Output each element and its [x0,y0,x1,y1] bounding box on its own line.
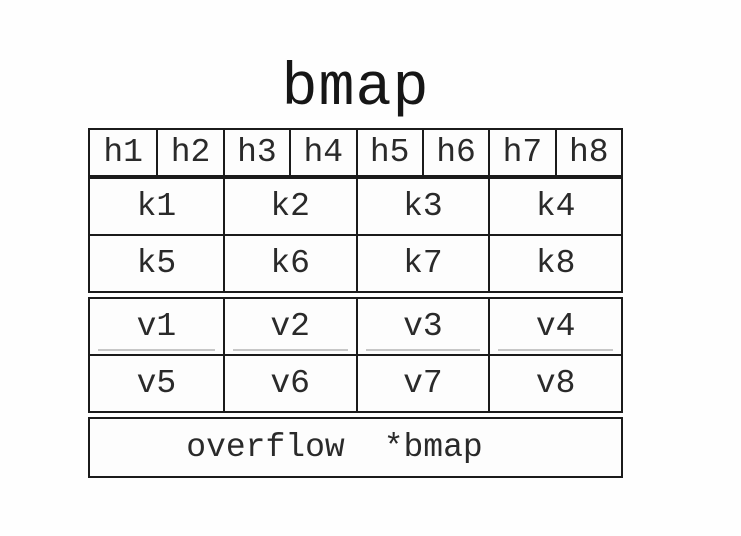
key-cell: k5 [90,234,223,291]
key-cell: k7 [355,234,489,291]
keys-block: k1 k2 k3 k4 k5 k6 k7 k8 [88,177,623,293]
key-cell: k8 [488,234,621,291]
diagram-title: bmap [281,55,430,123]
value-cell: v7 [355,354,489,411]
tophash-cell: h3 [222,130,289,175]
key-cell: k4 [488,179,621,234]
tophash-cell: h8 [554,130,621,175]
tophash-cell: h4 [289,130,355,175]
tophash-cell: h2 [156,130,222,175]
value-cell: v8 [488,354,621,411]
value-cell: v1 [90,299,223,354]
value-cell: v5 [90,354,223,411]
values-block: v1 v2 v3 v4 v5 v6 v7 v8 [88,297,623,413]
value-cell: v2 [222,299,356,354]
tophash-row: h1 h2 h3 h4 h5 h6 h7 h8 [88,128,623,177]
bucket-table: h1 h2 h3 h4 h5 h6 h7 h8 k1 k2 k3 k4 k5 k… [88,128,623,478]
overflow-pointer-type: *bmap [383,429,483,466]
tophash-cell: h5 [355,130,422,175]
key-cell: k6 [222,234,356,291]
overflow-row: overflow *bmap [88,417,623,478]
value-cell: v6 [222,354,356,411]
tophash-cell: h6 [421,130,488,175]
key-cell: k1 [136,188,177,225]
value-cell: v4 [488,299,621,354]
key-cell: k2 [222,179,356,234]
key-cell: k3 [355,179,489,234]
tophash-cell: h1 [103,134,143,171]
tophash-cell: h7 [488,130,554,175]
overflow-label: overflow [186,429,345,466]
value-cell: v3 [355,299,489,354]
